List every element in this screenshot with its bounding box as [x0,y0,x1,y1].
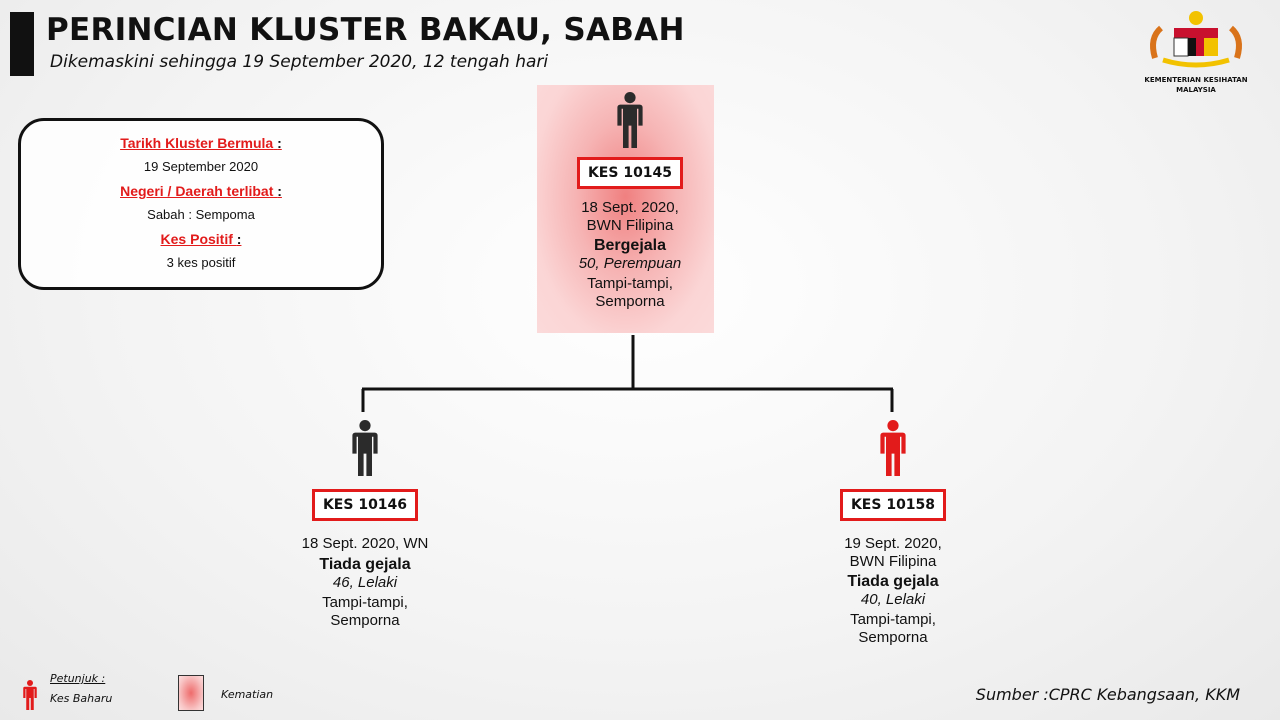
colon: : [277,183,282,199]
case-symptom: Tiada gejala [847,573,939,590]
logo-caption-1: KEMENTERIAN KESIHATAN [1144,76,1248,84]
page-title: PERINCIAN KLUSTER BAKAU, SABAH [46,12,685,48]
legend-new-case: Kes Baharu [50,692,113,705]
case-date: 18 Sept. 2020, WN [301,535,429,552]
case-location: Tampi-tampi, [322,594,408,611]
case-location-district: Semporna [330,612,400,629]
case-symptom: Bergejala [593,237,667,254]
person-icon [876,420,910,476]
case-location: Tampi-tampi, [587,275,673,292]
kkm-logo: KEMENTERIAN KESIHATAN MALAYSIA [1130,8,1262,95]
start-date-value: 19 September 2020 [143,159,259,174]
case-age-gender: 46, Lelaki [332,574,398,591]
coat-of-arms-icon [1150,11,1242,68]
colon: : [236,231,242,247]
case-id: KES 10145 [576,157,684,189]
case-age-gender: 40, Lelaki [860,591,926,608]
new-case-legend-icon [20,680,40,710]
start-date-label: Tarikh Kluster Bermula [120,135,274,151]
person-icon [348,420,382,476]
case-symptom: Tiada gejala [319,556,411,573]
source-note: Sumber :CPRC Kebangsaan, KKM [975,685,1240,704]
positive-value: 3 kes positif [166,255,236,270]
area-value: Sabah : Sempoma [147,207,255,222]
title-accent-bar [10,12,34,76]
case-location-district: Semporna [858,629,928,646]
case-age-gender: 50, Perempuan [578,255,682,272]
case-node-10146[interactable]: KES 10146 18 Sept. 2020, WN Tiada gejala… [280,420,450,630]
positive-label: Kes Positif [160,231,233,247]
case-nationality: BWN Filipina [849,553,937,570]
legend-title: Petunjuk : [50,672,106,685]
colon: : [277,135,282,151]
legend-death: Kematian [221,688,274,701]
case-date: 18 Sept. 2020, [581,199,679,216]
case-id: KES 10158 [839,489,947,521]
death-legend-swatch [178,675,204,711]
area-label: Negeri / Daerah terlibat [120,183,274,199]
case-id: KES 10146 [311,489,419,521]
case-node-10158[interactable]: KES 10158 19 Sept. 2020, BWN Filipina Ti… [808,420,978,647]
case-node-10145[interactable]: KES 10145 18 Sept. 2020, BWN Filipina Be… [545,92,715,311]
case-location-district: Semporna [595,293,665,310]
logo-caption-2: MALAYSIA [1176,86,1216,94]
page-subtitle: Dikemaskini sehingga 19 September 2020, … [50,52,549,72]
case-date: 19 Sept. 2020, [844,535,942,552]
case-location: Tampi-tampi, [850,611,936,628]
person-icon [613,92,647,148]
case-nationality: BWN Filipina [586,217,674,234]
cluster-info-box: Tarikh Kluster Bermula : 19 September 20… [18,118,384,290]
